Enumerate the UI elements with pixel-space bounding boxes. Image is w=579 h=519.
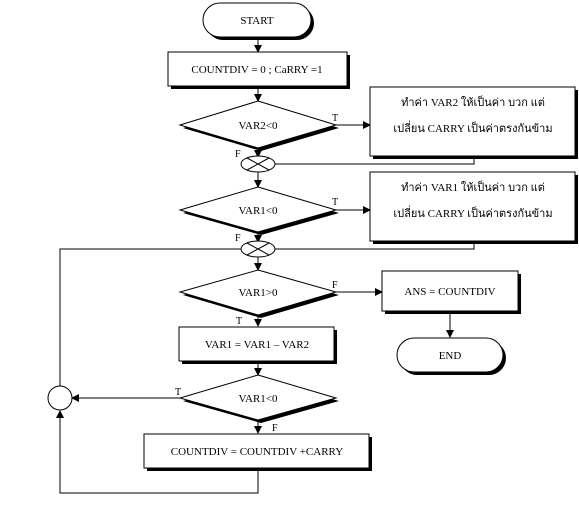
neg2-true-label: T xyxy=(175,387,181,398)
start-terminal: START xyxy=(202,2,314,40)
var2-false-label: F xyxy=(235,149,241,160)
start-label: START xyxy=(240,15,274,27)
note1-line1: ทำค่า VAR2 ให้เป็นค่า บวก แต่ xyxy=(401,95,545,109)
increment-label: COUNTDIV = COUNTDIV +CARRY xyxy=(171,446,343,458)
increment-process: COUNTDIV = COUNTDIV +CARRY xyxy=(143,433,372,471)
note2-line2: เปลี่ยน CARRY เป็นค่าตรงกันข้าม xyxy=(393,205,552,220)
ans-label: ANS = COUNTDIV xyxy=(404,286,495,298)
cond-var1-label: VAR1<0 xyxy=(238,205,278,217)
var1-true-label: T xyxy=(332,197,338,208)
end-label: END xyxy=(439,350,462,362)
pos-false-label: F xyxy=(332,280,338,291)
note-var1-positive: ทำค่า VAR1 ให้เป็นค่า บวก แต่ เปลี่ยน CA… xyxy=(369,171,578,244)
cond-var1-neg2-label: VAR1<0 xyxy=(238,393,278,405)
merge-junction-2 xyxy=(240,240,276,258)
arrow-loop-back xyxy=(56,410,259,494)
note2-line1: ทำค่า VAR1 ให้เป็นค่า บวก แต่ xyxy=(401,180,545,194)
decision-var1-positive: VAR1>0 xyxy=(178,269,339,318)
var2-true-label: T xyxy=(332,113,338,124)
cond-var1-pos-label: VAR1>0 xyxy=(238,287,278,299)
note1-line2: เปลี่ยน CARRY เป็นค่าตรงกันข้าม xyxy=(393,120,552,135)
init-label: COUNTDIV = 0 ; CaRRY =1 xyxy=(191,64,322,76)
answer-process: ANS = COUNTDIV xyxy=(381,270,521,314)
decision-var1-negative-2: VAR1<0 xyxy=(178,374,339,423)
subtract-label: VAR1 = VAR1 – VAR2 xyxy=(205,339,309,351)
neg2-false-label: F xyxy=(272,423,278,434)
note-var2-positive: ทำค่า VAR2 ให้เป็นค่า บวก แต่ เปลี่ยน CA… xyxy=(369,86,578,159)
var1-false-label: F xyxy=(235,233,241,244)
arrow-connector-to-merge2 xyxy=(59,245,251,386)
merge-junction-1 xyxy=(240,155,276,173)
pos-true-label: T xyxy=(236,316,242,327)
subtract-process: VAR1 = VAR1 – VAR2 xyxy=(178,326,337,364)
decision-var2-negative: VAR2<0 xyxy=(178,100,339,151)
connectors xyxy=(56,38,475,494)
end-terminal: END xyxy=(396,337,506,375)
init-process: COUNTDIV = 0 ; CaRRY =1 xyxy=(167,51,350,89)
cond-var2-label: VAR2<0 xyxy=(238,120,278,132)
arrow-note2-return xyxy=(265,242,475,253)
loop-connector xyxy=(47,385,73,411)
decision-var1-negative: VAR1<0 xyxy=(178,186,339,235)
arrow-note1-return xyxy=(265,157,475,168)
